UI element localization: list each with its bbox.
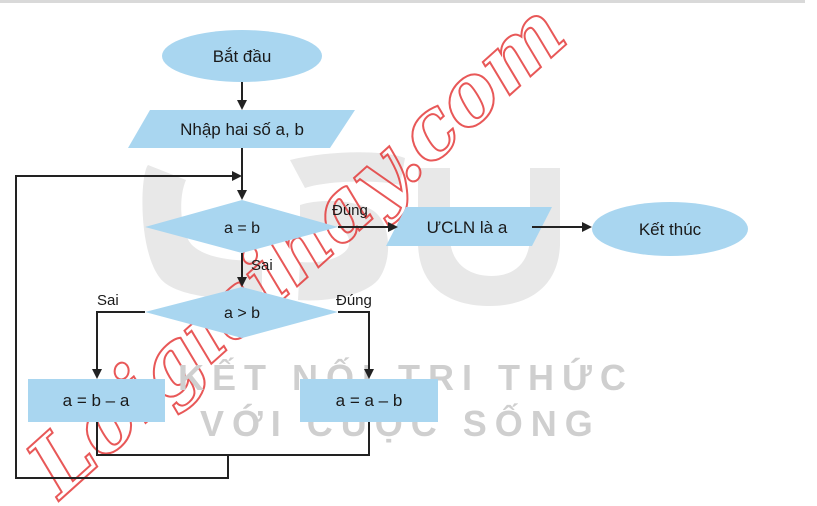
- output-node-label: ƯCLN là a: [427, 218, 508, 237]
- input-node-label: Nhập hai số a, b: [180, 120, 304, 139]
- decision-greater: [145, 287, 338, 338]
- end-node: [592, 202, 748, 256]
- decision-greater-label: a > b: [224, 305, 260, 322]
- start-node-label: Bắt đầu: [213, 47, 272, 66]
- output-node: [386, 207, 552, 246]
- input-node: [128, 110, 355, 148]
- label-true-greater: Đúng: [336, 292, 372, 309]
- label-false-greater: Sai: [97, 292, 119, 309]
- top-border: [0, 0, 805, 3]
- decision-equal: [145, 200, 338, 253]
- label-false-equal: Sai: [251, 257, 273, 274]
- process-right: [300, 379, 438, 422]
- decision-equal-label: a = b: [224, 220, 260, 237]
- start-node: [162, 30, 322, 82]
- end-node-label: Kết thúc: [639, 220, 702, 239]
- label-true-equal: Đúng: [332, 202, 368, 219]
- edge-left-down: [96, 422, 370, 456]
- process-left: [28, 379, 165, 422]
- process-right-label: a = a – b: [336, 391, 403, 410]
- edge-greater-false: [92, 311, 145, 379]
- edge-loop-back: [15, 171, 242, 479]
- edge-greater-true: [338, 311, 374, 379]
- process-left-label: a = b – a: [63, 391, 130, 410]
